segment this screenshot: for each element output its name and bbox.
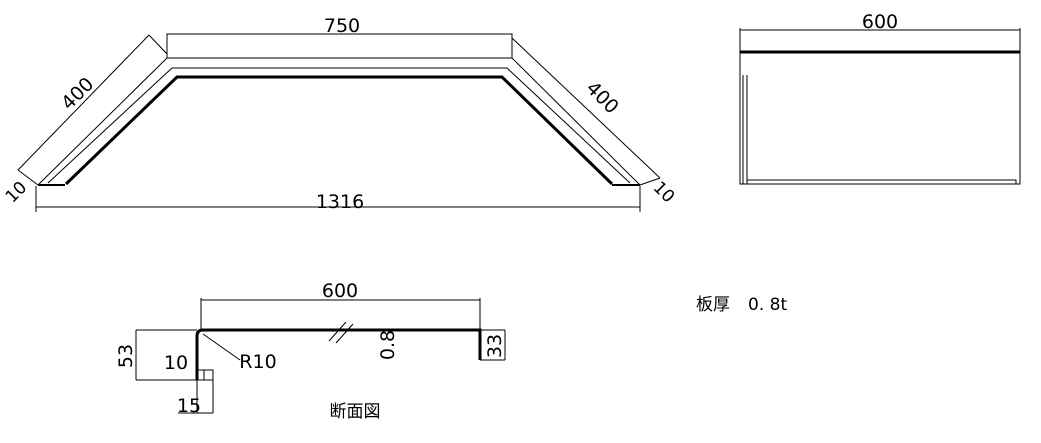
section-height-left-label: 53 bbox=[115, 344, 137, 368]
left-flange-label: 10 bbox=[2, 178, 31, 207]
left-slope-label: 400 bbox=[57, 73, 98, 114]
side-outline bbox=[739, 51, 1021, 185]
side-dim-line bbox=[739, 28, 1021, 52]
section-bottom-label: 15 bbox=[177, 395, 201, 417]
thickness-note-value: 0. 8t bbox=[748, 295, 787, 315]
left-slope-dim-line bbox=[17, 34, 168, 186]
thickness-note-label: 板厚 bbox=[696, 295, 730, 315]
section-bottom-dim bbox=[178, 380, 214, 414]
section-radius-label: R10 bbox=[239, 351, 276, 373]
part-outline-inner bbox=[64, 75, 614, 186]
right-flange-label: 10 bbox=[649, 178, 678, 207]
top-view bbox=[17, 33, 661, 212]
part-outline-mid bbox=[47, 67, 631, 184]
right-slope-dim-line bbox=[511, 37, 661, 186]
section-lip-label: 10 bbox=[164, 352, 188, 374]
section-lip bbox=[197, 369, 214, 380]
section-thickness-label: 0.8 bbox=[377, 330, 399, 360]
section-view bbox=[135, 298, 506, 414]
side-view bbox=[739, 28, 1021, 185]
section-height-right-label: 33 bbox=[484, 334, 506, 358]
top-width-label: 750 bbox=[324, 15, 360, 37]
right-slope-label: 400 bbox=[582, 77, 623, 118]
radius-leader bbox=[202, 333, 241, 361]
break-mark bbox=[328, 321, 354, 344]
overall-dim-line bbox=[35, 186, 641, 212]
section-width-label: 600 bbox=[322, 280, 358, 302]
side-left-edge bbox=[742, 75, 748, 184]
section-left-dim bbox=[135, 329, 213, 381]
top-width-dim-box bbox=[166, 33, 513, 59]
section-right-dim bbox=[480, 329, 506, 361]
section-width-dim bbox=[200, 298, 481, 330]
side-width-label: 600 bbox=[862, 11, 898, 33]
overall-width-label: 1316 bbox=[316, 191, 364, 213]
side-bottom-edge bbox=[747, 179, 1017, 184]
section-title: 断面図 bbox=[330, 402, 381, 422]
section-profile bbox=[195, 328, 482, 380]
